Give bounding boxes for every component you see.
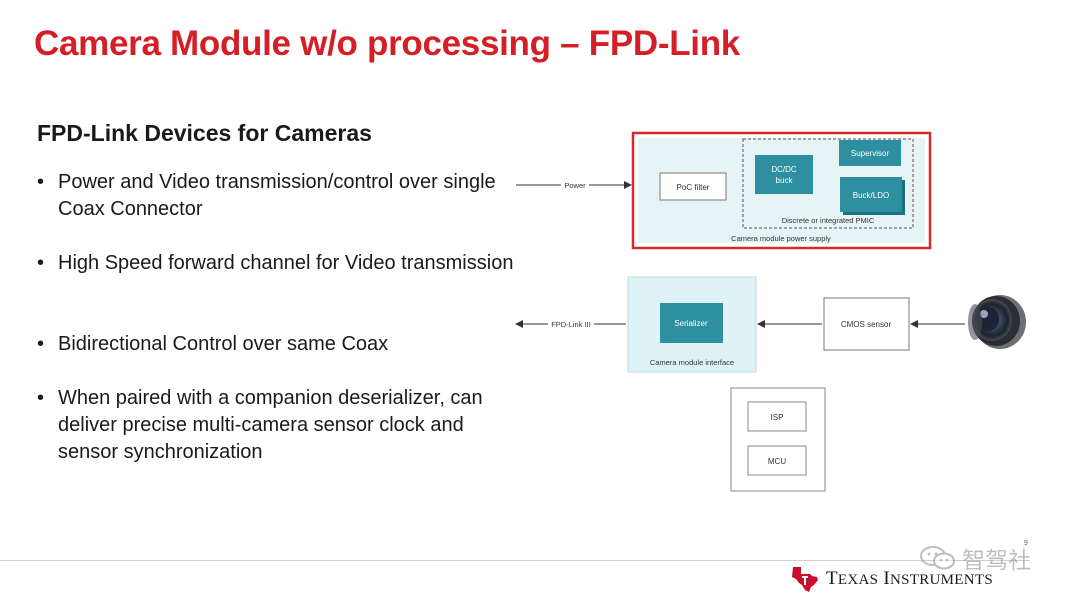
- power-supply-fill: [638, 138, 925, 243]
- texas-instruments-logo: TEXAS INSTRUMENTS: [790, 565, 993, 593]
- poc-filter-box: [659, 172, 727, 201]
- buck-ldo-shadow: [843, 180, 905, 215]
- pmic-label: Discrete or integrated PMIC: [782, 216, 875, 225]
- supervisor-block: [839, 140, 901, 166]
- footer-divider: [0, 560, 1030, 561]
- cmos-sensor-box: [823, 297, 910, 351]
- watermark-text: 智驾社: [962, 548, 1031, 574]
- ti-letter-i: I: [883, 568, 890, 589]
- mcu-label: MCU: [768, 457, 786, 466]
- isp-block: [747, 401, 807, 432]
- poc-filter-label: PoC filter: [677, 183, 710, 192]
- dcdc-buck-block: [755, 155, 813, 194]
- buck-ldo-label: Buck/LDO: [853, 191, 889, 200]
- section-subtitle: FPD-Link Devices for Cameras: [37, 120, 372, 146]
- fpd-link-label-bg: [548, 319, 594, 329]
- camera-lens-icon: [968, 295, 1026, 349]
- interface-label: Camera module interface: [650, 358, 734, 367]
- power-label: Power: [564, 181, 586, 190]
- texas-state-icon: [792, 567, 818, 592]
- bullet-item: High Speed forward channel for Video tra…: [36, 250, 526, 277]
- serializer-block: [660, 303, 723, 343]
- mcu-block: [747, 445, 807, 476]
- interface-box: [627, 276, 757, 373]
- supervisor-label: Supervisor: [851, 149, 890, 158]
- power-label-bg: [561, 180, 589, 190]
- ti-wordmark: TEXAS INSTRUMENTS: [826, 568, 993, 590]
- watermark: 智驾社: [918, 541, 1031, 575]
- bullet-item: Bidirectional Control over same Coax: [36, 331, 526, 358]
- serializer-label: Serializer: [674, 319, 708, 328]
- power-supply-label: Camera module power supply: [731, 234, 831, 243]
- power-supply-box: [631, 131, 932, 250]
- pmic-dashed-box: [742, 138, 914, 229]
- fpd-link-label: FPD-Link III: [551, 320, 591, 329]
- ti-letter-t: T: [826, 568, 838, 589]
- cmos-sensor-label: CMOS sensor: [841, 320, 892, 329]
- buck-ldo-block: [840, 177, 902, 212]
- isp-mcu-box: [730, 387, 826, 492]
- wechat-icon: [920, 546, 955, 570]
- isp-label: ISP: [771, 413, 784, 422]
- ti-word-exas: EXAS: [837, 572, 879, 588]
- ti-word-nstruments: NSTRUMENTS: [889, 572, 993, 588]
- dcdc-label-1: DC/DC: [771, 165, 797, 174]
- bullet-item: Power and Video transmission/control ove…: [36, 169, 526, 223]
- page-number: 9: [1024, 540, 1028, 547]
- slide-title: Camera Module w/o processing – FPD-Link: [34, 24, 740, 63]
- dcdc-label-2: buck: [776, 176, 794, 185]
- bullet-item: When paired with a companion deserialize…: [36, 385, 526, 466]
